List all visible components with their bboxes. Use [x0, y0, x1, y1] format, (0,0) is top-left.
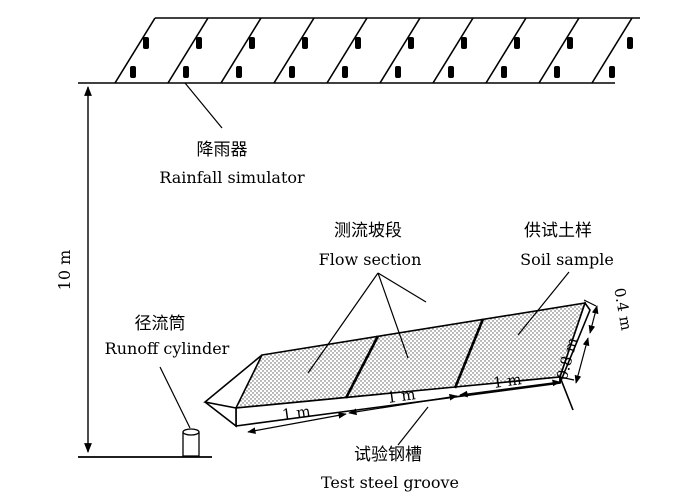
runoff-cylinder	[182, 428, 200, 457]
length-dim-3	[459, 379, 561, 398]
flow-section-label-en: Flow section	[319, 250, 422, 269]
simulator-label-en: Rainfall simulator	[159, 168, 305, 187]
steel-groove	[203, 299, 597, 428]
runoff-label-en: Runoff cylinder	[105, 339, 230, 358]
rainfall-simulator	[78, 17, 640, 84]
groove-end-edge	[559, 376, 574, 411]
groove-leader-line	[397, 406, 429, 446]
runoff-label-cn: 径流筒	[135, 314, 186, 334]
width-dimension-line	[588, 305, 599, 334]
groove-end-ticks	[559, 299, 597, 381]
section-dividers	[344, 318, 485, 399]
simulator-label-cn: 降雨器	[197, 140, 248, 160]
groove-label-en: Test steel groove	[321, 473, 459, 492]
section-length-dimensions	[247, 379, 561, 434]
length-label-1: 1 m	[281, 402, 312, 424]
soil-sample-label-cn: 供试土样	[524, 221, 592, 241]
height-label: 10 m	[55, 250, 74, 291]
length-dim-1	[247, 412, 347, 434]
flow-section-label-cn: 测流坡段	[334, 221, 402, 241]
depth-dimension-line	[574, 337, 590, 384]
sprinkler-nozzles	[130, 37, 633, 78]
nozzle-row-upper	[143, 37, 633, 49]
length-label-2: 1 m	[386, 385, 417, 407]
length-label-3: 1 m	[492, 370, 523, 392]
simulator-struts	[114, 17, 633, 84]
width-label: 0.4 m	[610, 286, 635, 331]
nozzle-row-lower	[130, 66, 615, 78]
runoff-leader-line	[159, 366, 191, 429]
groove-outlet-funnel	[203, 354, 263, 428]
soil-sample-label-en: Soil sample	[520, 250, 614, 269]
soil-sample-leader-line	[517, 271, 570, 336]
simulator-leader-line	[184, 82, 223, 129]
groove-label-cn: 试验钢槽	[354, 445, 422, 465]
length-dim-2	[348, 393, 458, 416]
flow-section-leaders	[307, 272, 427, 374]
